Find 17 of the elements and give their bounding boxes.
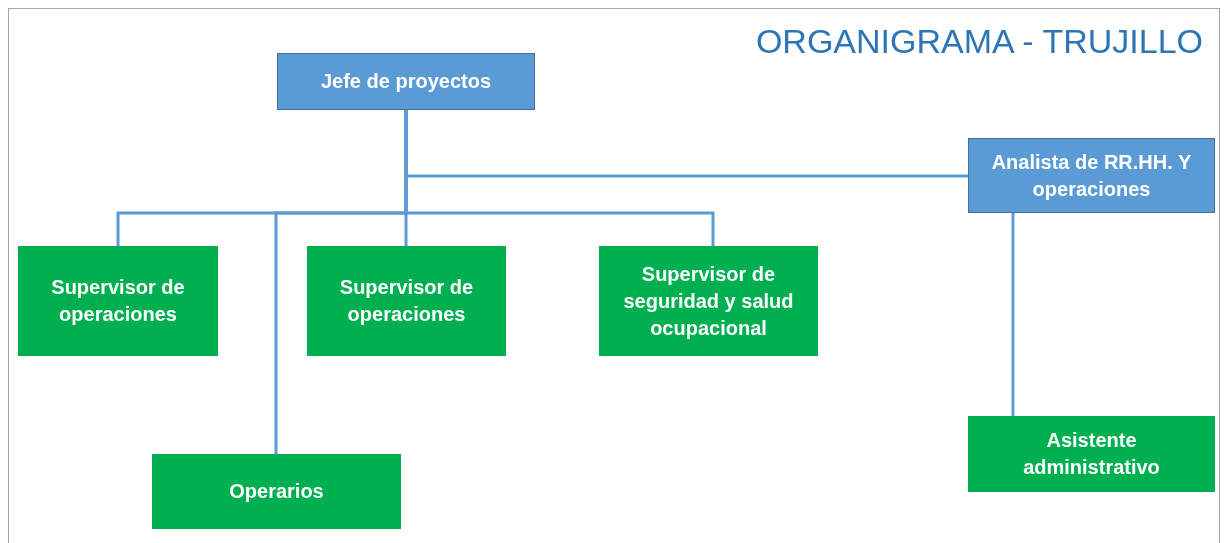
role-label: Analista de RR.HH. Y operaciones [990,149,1193,202]
chart-title: ORGANIGRAMA - TRUJILLO [755,22,1203,61]
role-label: Asistente administrativo [1022,428,1161,480]
role-label: Jefe de proyectos [320,69,492,94]
role-label: Operarios [229,479,324,504]
role-box [599,246,818,356]
manager-box [968,138,1215,213]
role-box [18,246,218,356]
connector-line [1011,213,1015,416]
role-box [152,454,401,529]
role-label: Supervisor de seguridad y salud ocupacional [622,261,795,341]
manager-box [277,53,535,110]
role-box [307,246,506,356]
role-box [968,416,1215,492]
role-label: Supervisor de operaciones [338,275,475,327]
connector-line [274,110,408,454]
role-label: Supervisor de operaciones [50,275,186,327]
